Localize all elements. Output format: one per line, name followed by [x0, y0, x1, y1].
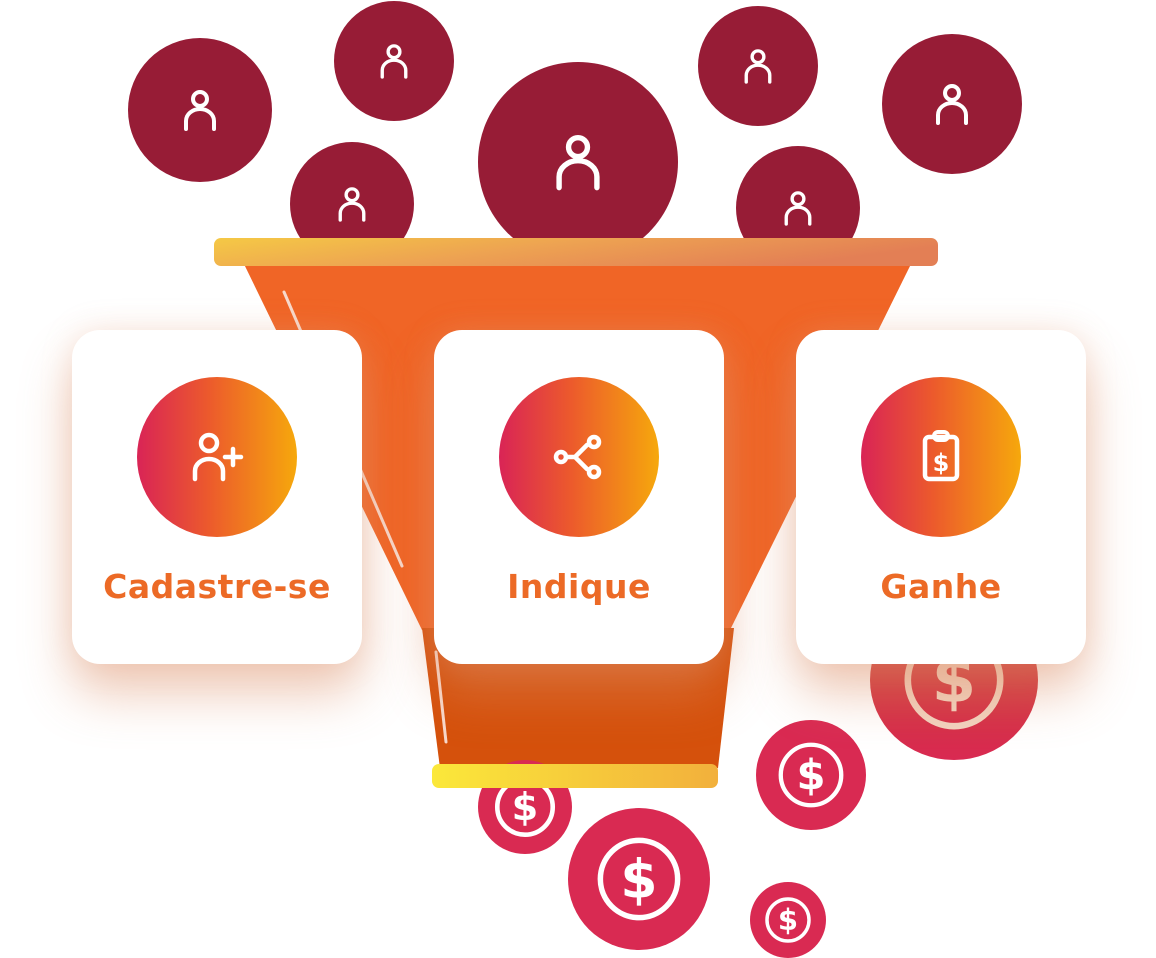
person-circle: [882, 34, 1022, 174]
svg-text:$: $: [796, 750, 825, 799]
step-card-cadastre[interactable]: Cadastre-se: [72, 330, 362, 664]
svg-text:$: $: [512, 785, 539, 830]
step-card-indique[interactable]: Indique: [434, 330, 724, 664]
svg-text:$: $: [620, 847, 657, 910]
svg-text:$: $: [933, 449, 950, 477]
user-icon: [184, 90, 216, 131]
share-icon: [553, 434, 602, 480]
step-label: Ganhe: [880, 567, 1002, 606]
person-circle: [698, 6, 818, 126]
step-badge: [137, 377, 297, 537]
person-circle: [334, 1, 454, 121]
dollar-coin: $: [568, 808, 710, 950]
dollar-coin: $: [750, 882, 826, 958]
dollar-icon: $: [765, 897, 811, 943]
user-plus-icon: [192, 432, 244, 482]
user-icon: [784, 191, 812, 226]
user-icon: [744, 49, 772, 84]
step-card-ganhe[interactable]: $ Ganhe: [796, 330, 1086, 664]
step-badge: $: [861, 377, 1021, 537]
step-label: Indique: [507, 567, 651, 606]
user-icon: [380, 44, 408, 79]
user-icon: [936, 84, 968, 125]
person-circle: [478, 62, 678, 262]
svg-text:$: $: [778, 903, 798, 937]
dollar-coin: $: [756, 720, 866, 830]
user-icon: [556, 135, 600, 191]
funnel-bottom-rim: [432, 764, 718, 788]
clipboard-dollar-icon: $: [922, 430, 960, 482]
dollar-icon: $: [778, 742, 844, 808]
step-label: Cadastre-se: [103, 567, 331, 606]
step-badge: [499, 377, 659, 537]
user-icon: [338, 187, 366, 222]
dollar-icon: $: [597, 837, 681, 921]
person-circle: [128, 38, 272, 182]
